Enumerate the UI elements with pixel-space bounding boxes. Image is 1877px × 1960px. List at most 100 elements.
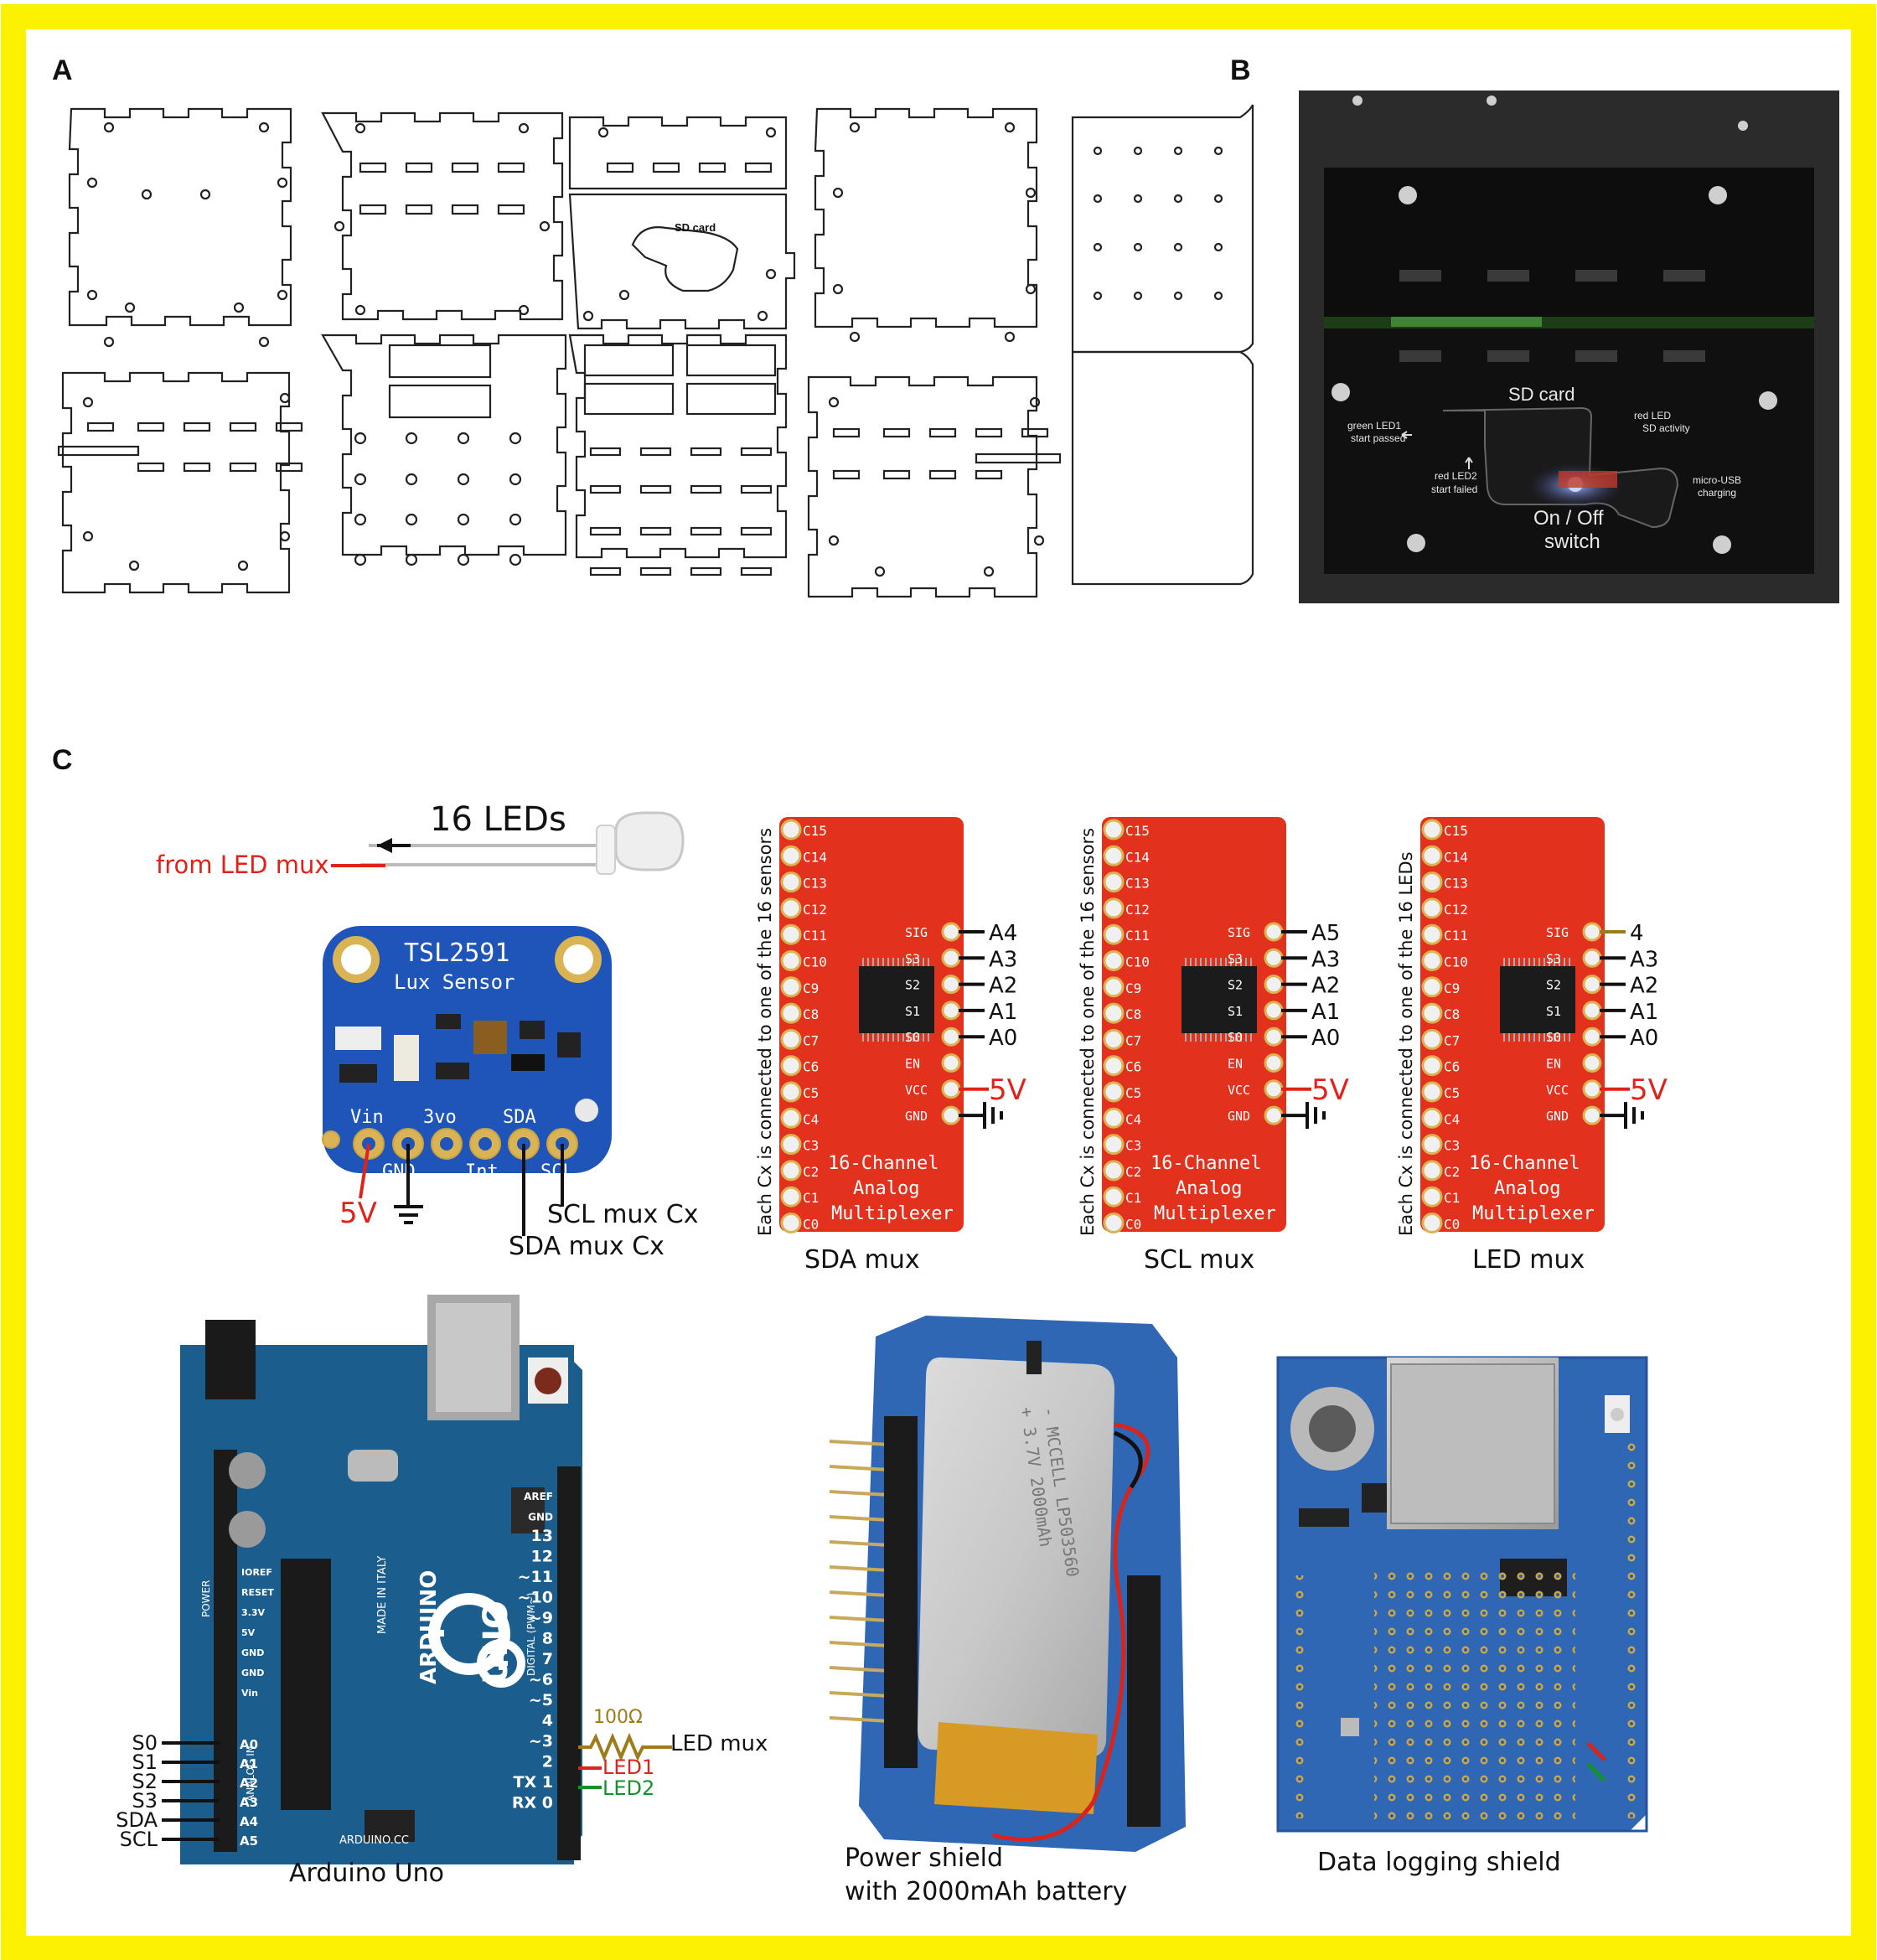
mux-pin-left-label: C14 [1125, 849, 1150, 865]
arduino-made-in: MADE IN ITALY [376, 1556, 389, 1634]
mux-pin-left-label: C4 [1125, 1111, 1141, 1127]
mux-pin-hole [1264, 1079, 1284, 1099]
sensor-pin-sda: SDA [503, 1107, 536, 1128]
mux-pin-left-label: C3 [1125, 1138, 1141, 1154]
mux-board-1: C15C14C13C12C11C10C9C8C7C6C5C4C3C2C1C0SI… [1078, 817, 1349, 1275]
mux-side-note: Each Cx is connected to one of the 16 se… [1078, 828, 1098, 1236]
cut-piece [814, 107, 1038, 343]
mux-pin-hole [780, 923, 802, 945]
mux-pin-right-label: S3 [1228, 951, 1243, 966]
arduino-analog-pin: A0 [240, 1737, 258, 1752]
arduino-digital-pin: ~5 [529, 1691, 553, 1709]
mux-pin-right-label: S1 [1228, 1004, 1243, 1019]
mux-pin-left-label: C14 [803, 849, 827, 865]
arduino-power-pin: IOREF [241, 1567, 272, 1578]
mux-pin-left-label: C6 [1125, 1059, 1141, 1075]
mux-pin-hole [1264, 1105, 1284, 1125]
mux-pin-hole [1421, 1134, 1443, 1156]
sensor-scl-mux-label: SCL mux Cx [547, 1200, 699, 1229]
arduino-digital-pin: TX 1 [514, 1773, 553, 1792]
mux-pin-hole [1103, 1002, 1125, 1024]
led-mux-wire-label: LED mux [670, 1731, 768, 1756]
mux-pin-left-label: C1 [803, 1190, 819, 1206]
power-shield-photo [829, 1316, 1186, 1852]
sensor-wires [359, 1143, 564, 1236]
mux-vcc-label: 5V [1630, 1073, 1668, 1107]
arduino-wires [162, 1732, 672, 1841]
mux-pin-right-label: S1 [905, 1004, 920, 1019]
mux-board-title-line: Analog [1494, 1178, 1560, 1199]
mux-pin-hole [1264, 922, 1284, 942]
arduino-digital-pin: ~10 [518, 1589, 553, 1607]
mux-pin-hole [941, 1053, 961, 1073]
mux-connection-label: A2 [989, 974, 1017, 999]
arduino-analog-pin: A2 [240, 1776, 258, 1791]
mux-pin-hole [1103, 1081, 1125, 1103]
mux-pin-hole [780, 819, 802, 840]
mux-pin-right-label: S0 [905, 1030, 920, 1045]
mux-pin-left-label: C4 [803, 1111, 819, 1127]
arduino-model: UNO [477, 1601, 515, 1684]
mux-pin-hole [941, 975, 961, 995]
panel-label-a: A [52, 54, 73, 86]
mux-pin-hole [1264, 1053, 1284, 1073]
mux-pin-hole [780, 1160, 802, 1182]
arduino-analog-signal-label: SDA [116, 1808, 158, 1832]
mux-pin-hole [1582, 975, 1602, 995]
mux-pin-hole [780, 1028, 802, 1050]
sensor-pin-scl: SCL [540, 1161, 574, 1182]
mux-side-note: Each Cx is connected to one of the 16 LE… [1396, 851, 1416, 1236]
mux-board-title-line: Multiplexer [1154, 1203, 1276, 1224]
arduino-pins: S0S1S2S3SDASCLA0A1A2A3A4A5IOREFRESET3.3V… [116, 1491, 553, 1851]
mux-pin-right-label: SIG [905, 925, 928, 940]
mux-pin-left-label: C14 [1444, 849, 1468, 865]
mux-pin-right-label: GND [1546, 1109, 1569, 1124]
label-on-off: On / Off [1533, 507, 1604, 530]
arduino-analog-signal-label: S0 [132, 1731, 158, 1755]
mux-pin-hole [1103, 897, 1125, 919]
mux-pin-hole [1103, 1107, 1125, 1129]
mux-pin-right-label: VCC [1546, 1083, 1569, 1098]
mux-pin-right-label: S2 [1546, 978, 1561, 993]
mux-pin-hole [1103, 1213, 1125, 1233]
mux-board-title-line: Analog [853, 1178, 919, 1199]
mux-pin-left-label: C13 [1444, 876, 1468, 892]
mux-pin-hole [1421, 1160, 1443, 1182]
arduino-digital-pin: RX 0 [512, 1794, 553, 1813]
arduino-digital-pin: 7 [542, 1650, 553, 1668]
mux-pin-left-label: C0 [1444, 1217, 1460, 1233]
cut-piece [568, 193, 796, 330]
mux-pin-right-label: S3 [1546, 951, 1561, 966]
label-start-passed: start passed [1351, 432, 1405, 444]
mux-caption: LED mux [1472, 1245, 1585, 1275]
mux-board-0: C15C14C13C12C11C10C9C8C7C6C5C4C3C2C1C0SI… [755, 817, 1026, 1275]
mux-pin-left-label: C12 [1125, 902, 1150, 918]
led2-wire-label: LED2 [602, 1776, 655, 1800]
mux-pin-right-label: VCC [1228, 1083, 1250, 1098]
mux-pin-left-label: C8 [1125, 1006, 1141, 1022]
arduino-analog-label: ANALOG IN [245, 1745, 256, 1802]
mux-pin-hole [1421, 897, 1443, 919]
arduino-digital-label: DIGITAL (PWM~) [525, 1592, 537, 1676]
mux-pin-left-label: C13 [803, 876, 827, 892]
mux-pin-right-label: S1 [1546, 1004, 1561, 1019]
panel-b-photo: SD card green LED1 start passed red LED … [1299, 91, 1839, 603]
arduino-analog-signal-label: S1 [132, 1751, 158, 1774]
arduino-power-pin: 3.3V [241, 1607, 265, 1618]
mux-pin-right-label: GND [1228, 1109, 1250, 1124]
mux-pin-left-label: C2 [1444, 1164, 1460, 1180]
mux-pin-hole [780, 1055, 802, 1077]
mux-pin-hole [780, 1002, 802, 1024]
mux-pin-left-label: C1 [1444, 1190, 1460, 1206]
arduino-power-pin: Vin [241, 1688, 258, 1699]
label-red-led: red LED [1634, 410, 1671, 421]
mux-pin-hole [1582, 1053, 1602, 1073]
arduino-power-pin: RESET [241, 1587, 274, 1598]
led-title: 16 LEDs [430, 800, 566, 839]
mux-pin-hole [1103, 871, 1125, 893]
mux-caption: SDA mux [804, 1245, 920, 1275]
mux-pin-hole [1421, 1107, 1443, 1129]
mux-pin-hole [780, 1134, 802, 1156]
cut-piece [321, 334, 567, 566]
